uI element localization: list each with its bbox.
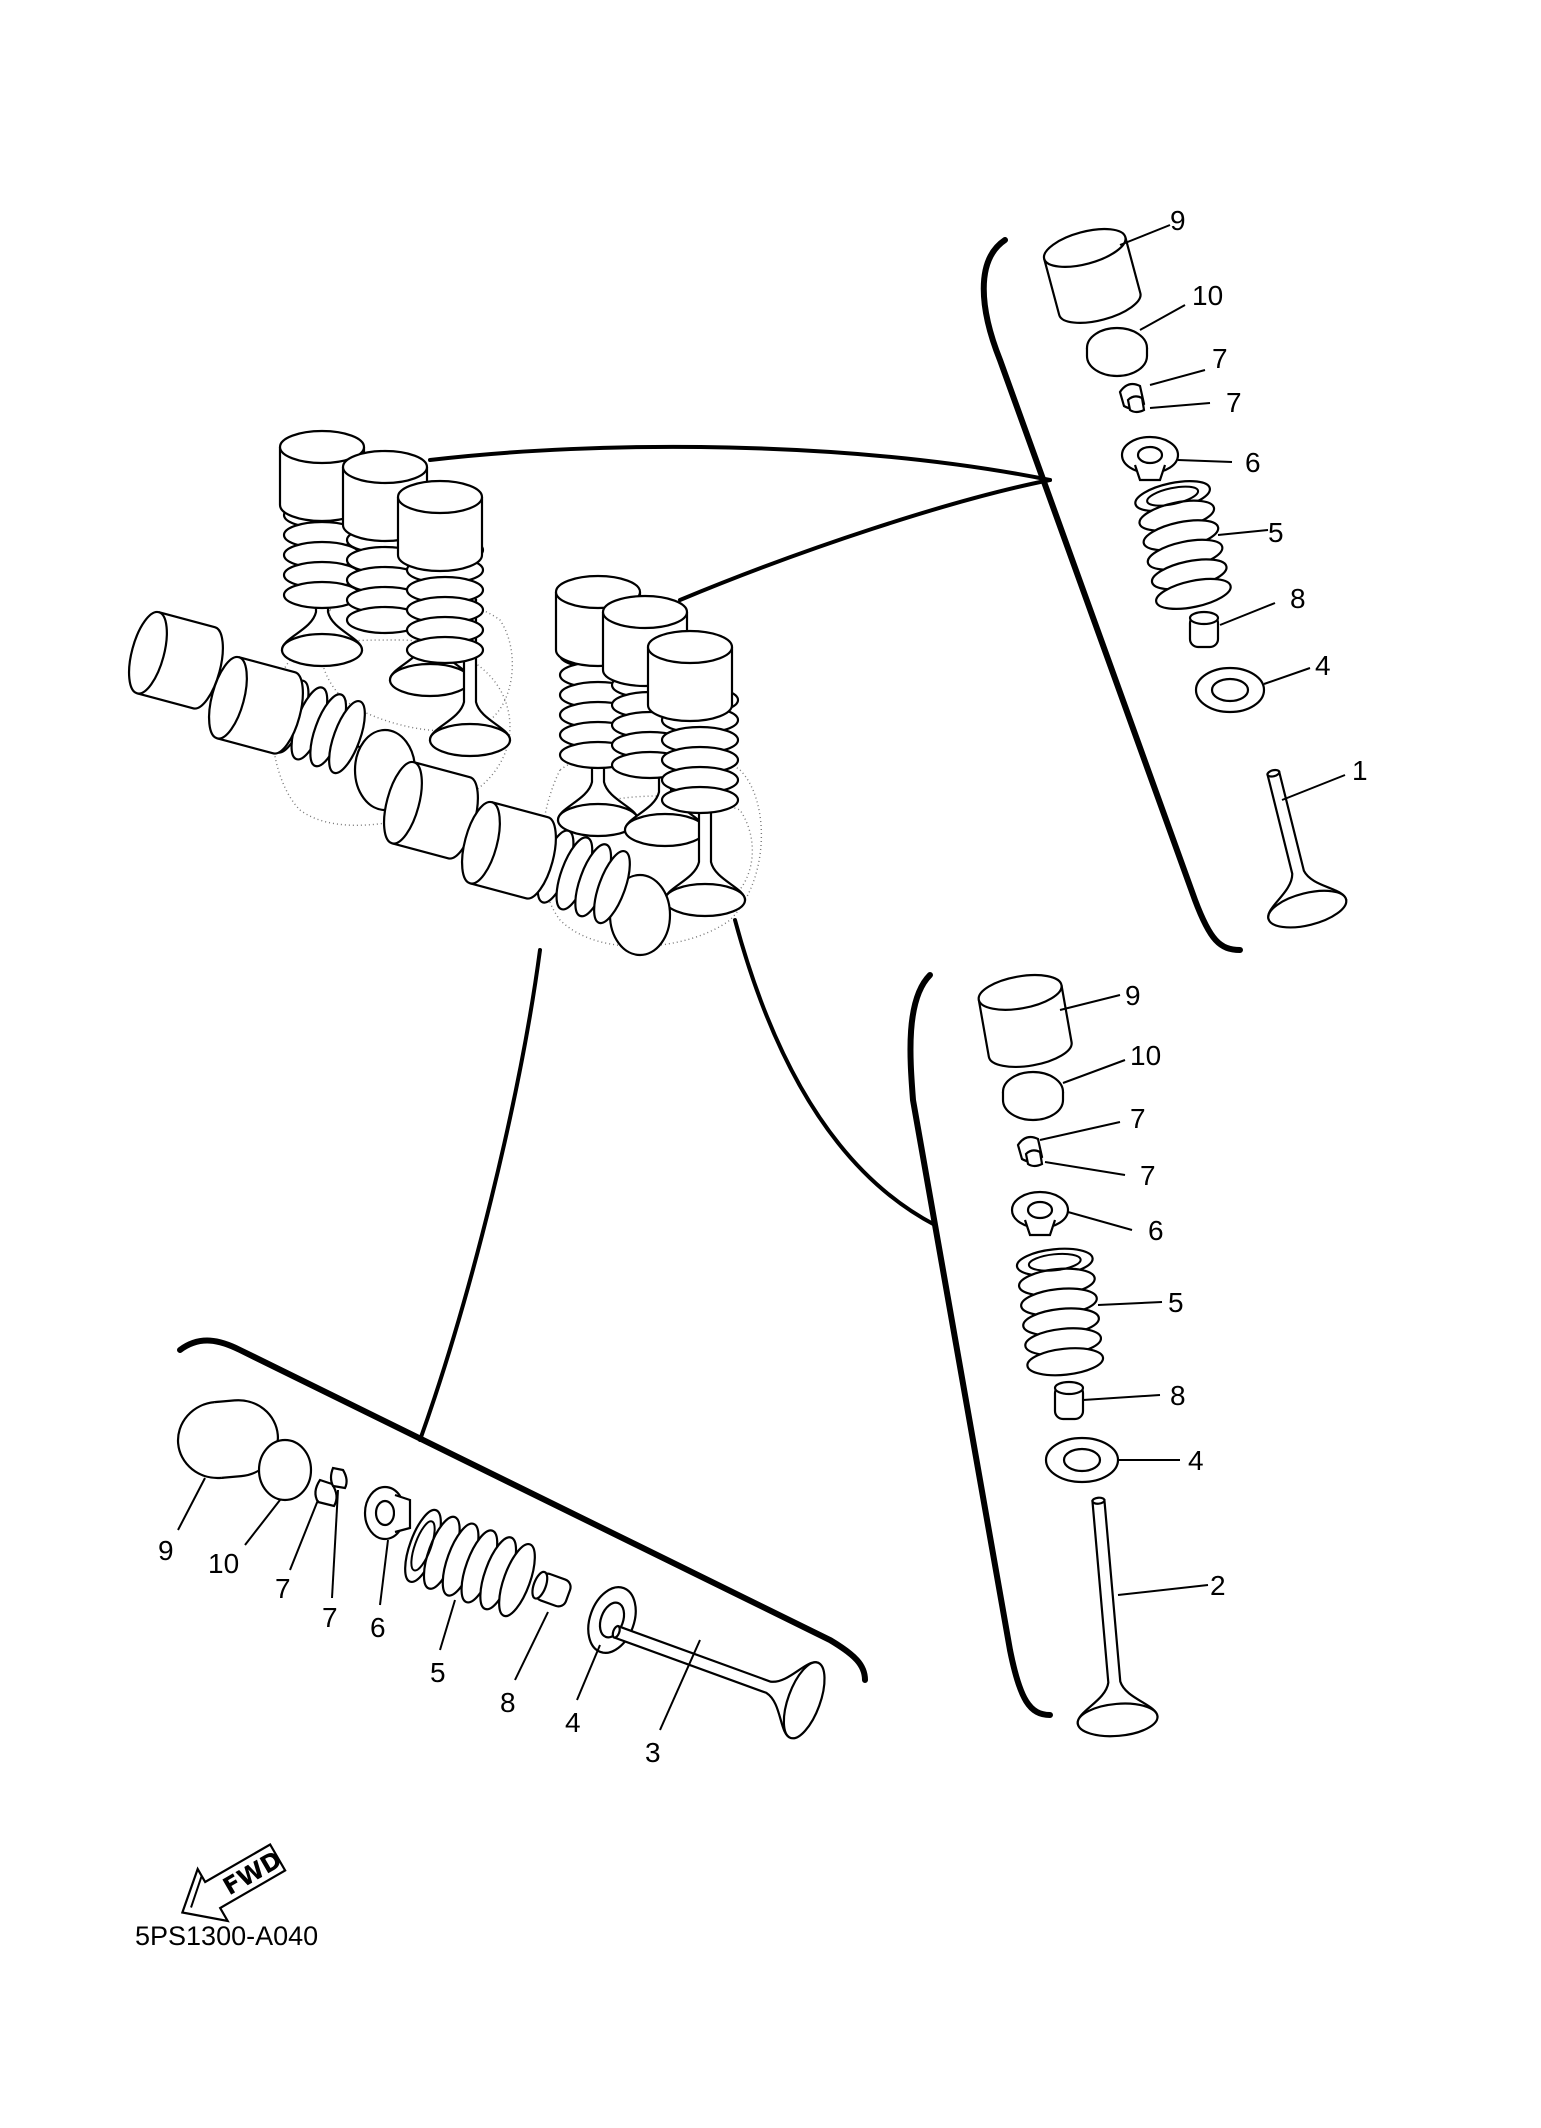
- callout-label: 9: [158, 1535, 174, 1566]
- callout-label: 2: [1210, 1570, 1226, 1601]
- callout-label: 1: [1352, 755, 1368, 786]
- callout-label: 10: [1130, 1040, 1161, 1071]
- callout-label: 7: [275, 1573, 291, 1604]
- callout-label: 7: [1226, 387, 1242, 418]
- callout-label: 7: [1212, 343, 1228, 374]
- callout-label: 5: [430, 1657, 446, 1688]
- callout-label: 7: [1140, 1160, 1156, 1191]
- exploded-group-exhaust-3: 9 10 7 7 6 5 8 4 3: [158, 1337, 868, 1768]
- callout-label: 3: [645, 1737, 661, 1768]
- callout-label: 9: [1170, 205, 1186, 236]
- callout-label: 4: [565, 1707, 581, 1738]
- callout-label: 7: [1130, 1103, 1146, 1134]
- callout-label: 4: [1315, 650, 1331, 681]
- assembled-valvetrain: [120, 429, 762, 957]
- diagram-code: 5PS1300-A040: [135, 1921, 318, 1951]
- callout-label: 9: [1125, 980, 1141, 1011]
- assembly-leader-lines: [418, 444, 1052, 1442]
- callout-label: 10: [1192, 280, 1223, 311]
- callout-label: 10: [208, 1548, 239, 1579]
- exploded-group-exhaust-2: 9 10 7 7 6 5 8 4 2: [907, 968, 1226, 1738]
- callout-label: 4: [1188, 1445, 1204, 1476]
- callout-label: 5: [1168, 1287, 1184, 1318]
- exploded-group-intake-1: 9 10 7 7 6 5 8 4 1: [980, 205, 1368, 953]
- callout-label: 6: [1148, 1215, 1164, 1246]
- callout-label: 8: [1290, 583, 1306, 614]
- callout-label: 6: [370, 1612, 386, 1643]
- callout-label: 5: [1268, 517, 1284, 548]
- callout-label: 8: [1170, 1380, 1186, 1411]
- callout-label: 8: [500, 1687, 516, 1718]
- callout-label: 7: [322, 1602, 338, 1633]
- callout-label: 6: [1245, 447, 1261, 478]
